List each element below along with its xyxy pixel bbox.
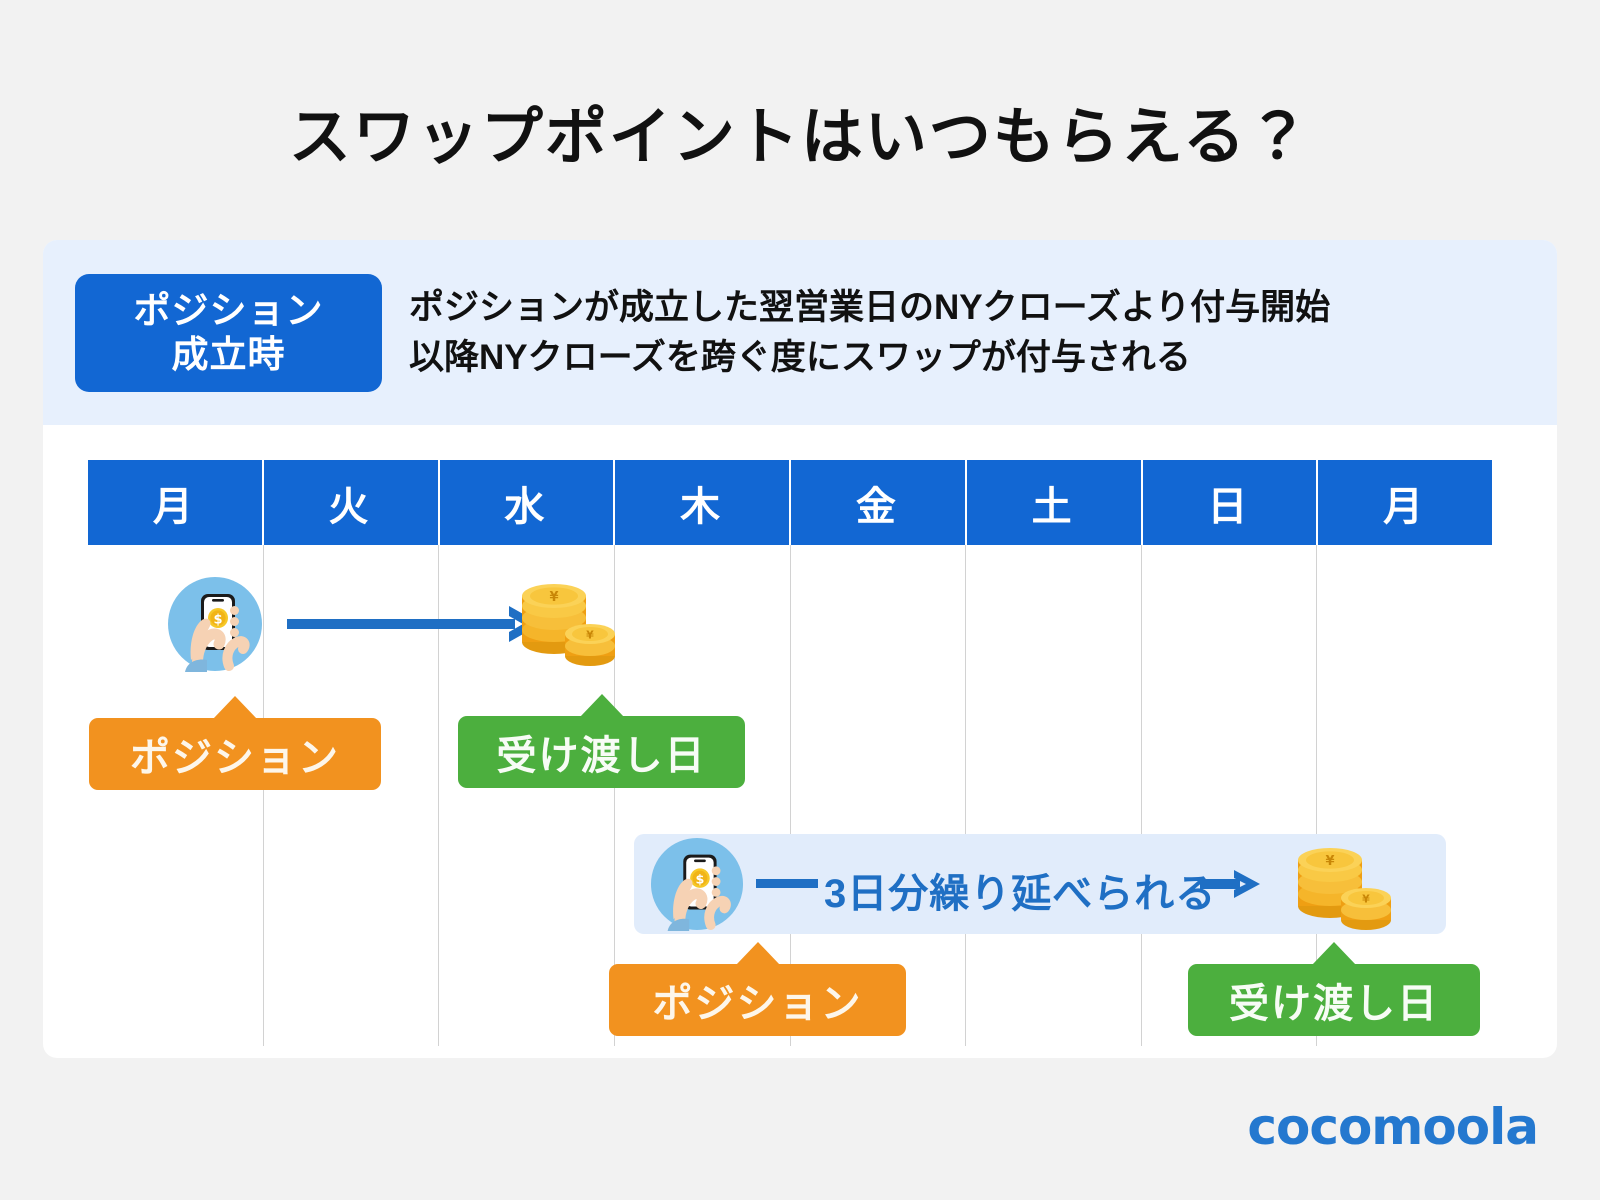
position-tag-row1-label: ポジション xyxy=(130,736,340,780)
banner-badge: ポジション 成立時 xyxy=(75,273,382,392)
svg-text:¥: ¥ xyxy=(586,629,594,642)
svg-text:¥: ¥ xyxy=(549,590,558,605)
coins-icon-row2: ¥ ¥ xyxy=(1298,848,1391,930)
day-cell-mon-2: 月 xyxy=(1318,460,1492,545)
position-tag-row2: ポジション xyxy=(609,942,906,1036)
day-cell-thu: 木 xyxy=(615,460,791,545)
day-cell-mon-1: 月 xyxy=(88,460,264,545)
day-cell-sat: 土 xyxy=(966,460,1143,545)
dash-line-icon xyxy=(756,879,818,888)
settlement-tag-row1-label: 受け渡し日 xyxy=(496,734,707,778)
phone-money-icon-row1: $ xyxy=(168,577,262,672)
banner: ポジション 成立時 ポジションが成立した翌営業日のNYクローズより付与開始 以降… xyxy=(43,240,1557,425)
arrow-right-row1 xyxy=(287,606,541,642)
settlement-tag-row2-label: 受け渡し日 xyxy=(1229,982,1439,1026)
deferral-band: $ 3日分繰り延べられる xyxy=(634,834,1446,934)
calendar: 月 火 水 木 金 土 日 月 xyxy=(88,460,1492,1046)
banner-description-line1: ポジションが成立した翌営業日のNYクローズより付与開始 xyxy=(409,287,1331,327)
day-cell-tue: 火 xyxy=(263,460,440,545)
banner-badge-line1: ポジション xyxy=(133,289,324,331)
settlement-tag-row1: 受け渡し日 xyxy=(458,694,745,788)
position-tag-row1: ポジション xyxy=(89,696,381,790)
calendar-day-header: 月 火 水 木 金 土 日 月 xyxy=(88,460,1492,545)
arrow-right-row2 xyxy=(1200,870,1260,898)
banner-description-line2: 以降NYクローズを跨ぐ度にスワップが付与される xyxy=(409,337,1191,377)
day-cell-fri: 金 xyxy=(791,460,967,545)
banner-badge-line2: 成立時 xyxy=(171,333,286,375)
gridline-col-6 xyxy=(966,545,1142,1046)
day-cell-wed: 水 xyxy=(439,460,616,545)
banner-description: ポジションが成立した翌営業日のNYクローズより付与開始 以降NYクローズを跨ぐ度… xyxy=(409,283,1330,382)
coins-icon-row1: ¥ ¥ xyxy=(522,584,615,666)
svg-text:$: $ xyxy=(213,612,222,627)
deferral-band-label: 3日分繰り延べられる xyxy=(824,872,1217,916)
day-cell-sun: 日 xyxy=(1142,460,1319,545)
content-card: ポジション 成立時 ポジションが成立した翌営業日のNYクローズより付与開始 以降… xyxy=(43,240,1557,1058)
position-tag-row2-label: ポジション xyxy=(652,982,863,1026)
cocomoola-logo: cocomoola xyxy=(1247,1098,1539,1156)
settlement-tag-row2: 受け渡し日 xyxy=(1188,942,1480,1036)
page-title: スワップポイントはいつもらえる？ xyxy=(288,103,1312,172)
svg-text:$: $ xyxy=(696,871,705,886)
phone-money-icon-row2: $ xyxy=(650,837,744,931)
svg-text:¥: ¥ xyxy=(1325,854,1334,869)
svg-text:¥: ¥ xyxy=(1362,893,1370,906)
